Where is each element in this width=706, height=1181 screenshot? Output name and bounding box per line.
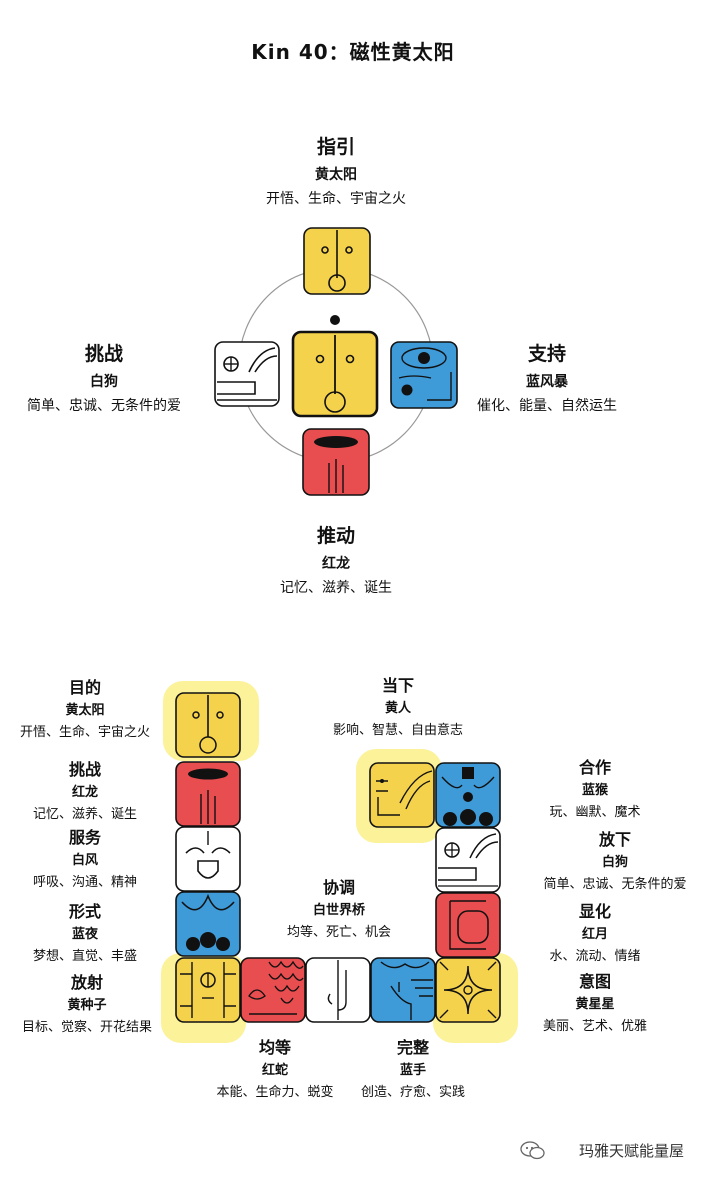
- form-seal: 蓝夜: [71, 927, 98, 943]
- radiance-keywords: 目标、觉察、开花结果: [21, 1019, 152, 1035]
- white-wind-glyph: [175, 826, 241, 892]
- equality-keywords: 本能、生命力、蜕变: [216, 1084, 334, 1100]
- coordination-heading: 协调: [322, 878, 355, 897]
- oracle-diagram: [214, 227, 458, 496]
- yellow-star-glyph: [435, 957, 501, 1023]
- guide-keywords: 开悟、生命、宇宙之火: [266, 190, 406, 207]
- completion-heading: 完整: [396, 1038, 429, 1057]
- blue-night-glyph: [175, 891, 241, 957]
- blue-monkey-glyph: [435, 762, 501, 828]
- yellow-sun-glyph: [175, 692, 241, 758]
- drive-heading: 推动: [316, 525, 355, 547]
- ws-challenge-seal: 红龙: [71, 785, 98, 801]
- ws-completion: 完整 蓝手 创造、疗愈、实践: [346, 1038, 480, 1100]
- ws-challenge-heading: 挑战: [68, 760, 101, 779]
- intention-seal: 黄星星: [575, 997, 615, 1013]
- oracle-support: 支持 蓝风暴 催化、能量、自然运生: [461, 343, 633, 414]
- oracle-drive: 推动 红龙 记忆、滋养、诞生: [236, 525, 436, 596]
- ws-manifest: 显化 红月 水、流动、情绪: [524, 902, 666, 964]
- manifest-seal: 红月: [581, 927, 608, 943]
- blue-storm-glyph: [390, 341, 458, 409]
- radiance-heading: 放射: [70, 973, 103, 992]
- form-keywords: 梦想、直觉、丰盛: [32, 948, 137, 964]
- release-seal: 白狗: [601, 855, 628, 871]
- ws-coordination: 协调 白世界桥 均等、死亡、机会: [266, 878, 412, 940]
- page-title: Kin 40：磁性黄太阳: [251, 40, 455, 64]
- ws-intention: 意图 黄星星 美丽、艺术、优雅: [524, 972, 666, 1034]
- support-keywords: 催化、能量、自然运生: [477, 397, 617, 414]
- yellow-seed-glyph: [175, 957, 241, 1023]
- present-heading: 当下: [381, 676, 414, 695]
- purpose-keywords: 开悟、生命、宇宙之火: [19, 724, 150, 740]
- wavespell-diagram: [161, 681, 518, 1043]
- ws-cooperation: 合作 蓝猴 玩、幽默、魔术: [530, 758, 660, 820]
- ws-service: 服务 白风 呼吸、沟通、精神: [0, 828, 170, 890]
- intention-heading: 意图: [578, 972, 611, 991]
- white-dog-glyph: [435, 827, 501, 893]
- red-dragon-glyph: [175, 761, 241, 827]
- release-keywords: 简单、忠诚、无条件的爱: [543, 876, 687, 892]
- support-seal: 蓝风暴: [526, 373, 568, 390]
- ws-challenge: 挑战 红龙 记忆、滋养、诞生: [0, 760, 170, 822]
- red-serpent-glyph: [240, 957, 306, 1023]
- red-moon-glyph: [435, 892, 501, 958]
- support-heading: 支持: [527, 343, 566, 365]
- equality-seal: 红蛇: [261, 1063, 288, 1079]
- form-heading: 形式: [68, 902, 101, 921]
- ws-radiance: 放射 黄种子 目标、觉察、开花结果: [0, 973, 174, 1035]
- cooperation-keywords: 玩、幽默、魔术: [549, 804, 641, 820]
- present-seal: 黄人: [384, 701, 411, 717]
- guide-seal: 黄太阳: [315, 166, 357, 183]
- intention-keywords: 美丽、艺术、优雅: [542, 1018, 647, 1034]
- ws-purpose: 目的 黄太阳 开悟、生命、宇宙之火: [0, 678, 170, 740]
- red-dragon-glyph: [302, 428, 370, 496]
- ws-present: 当下 黄人 影响、智慧、自由意志: [300, 676, 496, 738]
- yellow-sun-glyph: [303, 227, 371, 295]
- coordination-keywords: 均等、死亡、机会: [286, 924, 391, 940]
- release-heading: 放下: [598, 830, 631, 849]
- challenge-keywords: 简单、忠诚、无条件的爱: [27, 397, 181, 414]
- manifest-heading: 显化: [578, 902, 611, 921]
- ws-form: 形式 蓝夜 梦想、直觉、丰盛: [0, 902, 170, 964]
- cooperation-seal: 蓝猴: [581, 783, 608, 799]
- equality-heading: 均等: [258, 1038, 291, 1057]
- ws-release: 放下 白狗 简单、忠诚、无条件的爱: [524, 830, 706, 892]
- service-heading: 服务: [68, 828, 101, 847]
- white-dog-glyph: [214, 341, 280, 407]
- guide-heading: 指引: [316, 136, 355, 158]
- manifest-keywords: 水、流动、情绪: [549, 948, 641, 964]
- purpose-heading: 目的: [68, 678, 101, 697]
- ws-equality: 均等 红蛇 本能、生命力、蜕变: [196, 1038, 354, 1100]
- tone-dot: [330, 315, 340, 325]
- challenge-heading: 挑战: [84, 343, 123, 365]
- present-keywords: 影响、智慧、自由意志: [332, 722, 463, 738]
- purpose-seal: 黄太阳: [65, 703, 105, 719]
- coordination-seal: 白世界桥: [312, 903, 365, 919]
- cooperation-heading: 合作: [578, 758, 611, 777]
- challenge-seal: 白狗: [90, 373, 118, 390]
- wechat-icon: [520, 1141, 545, 1160]
- oracle-guide: 指引 黄太阳 开悟、生命、宇宙之火: [236, 136, 436, 207]
- completion-keywords: 创造、疗愈、实践: [360, 1084, 465, 1100]
- ws-challenge-keywords: 记忆、滋养、诞生: [32, 806, 137, 822]
- completion-seal: 蓝手: [399, 1063, 426, 1079]
- drive-seal: 红龙: [322, 555, 350, 572]
- yellow-human-glyph: [369, 762, 435, 828]
- blue-hand-glyph: [370, 957, 436, 1023]
- radiance-seal: 黄种子: [67, 998, 107, 1014]
- yellow-sun-glyph: [291, 330, 379, 418]
- watermark-text: 玛雅天赋能量屋: [578, 1142, 684, 1160]
- service-seal: 白风: [71, 853, 98, 869]
- service-keywords: 呼吸、沟通、精神: [32, 874, 137, 890]
- white-worldbridger-glyph: [305, 957, 371, 1023]
- oracle-challenge: 挑战 白狗 简单、忠诚、无条件的爱: [14, 343, 194, 414]
- drive-keywords: 记忆、滋养、诞生: [280, 579, 392, 596]
